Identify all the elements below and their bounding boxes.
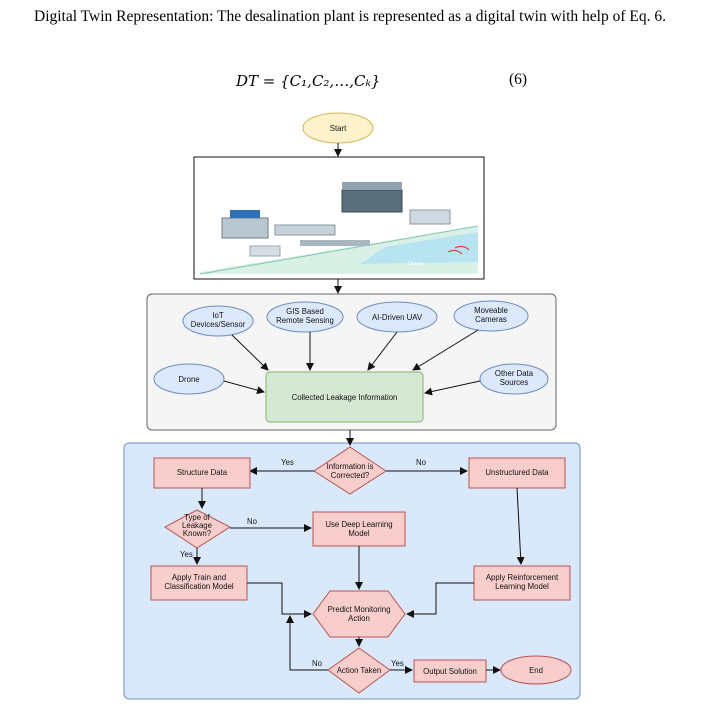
svg-text:GIS Based: GIS Based — [286, 307, 324, 316]
arrow-uav — [367, 331, 398, 371]
svg-text:Leakage: Leakage — [182, 521, 212, 530]
svg-text:Ocean: Ocean — [408, 261, 423, 267]
svg-text:Use Deep Learning: Use Deep Learning — [325, 520, 392, 529]
yes-label-train: Yes — [180, 550, 193, 559]
information-corrected-decision: Information is Corrected? — [313, 446, 387, 495]
train-classification-node: Apply Train and Classification Model — [150, 565, 248, 601]
svg-text:Corrected?: Corrected? — [331, 471, 370, 480]
svg-text:Start: Start — [330, 124, 347, 133]
arrow-loop-back — [286, 615, 328, 671]
arrow-to-reinforcement — [516, 487, 525, 565]
svg-text:Cameras: Cameras — [475, 315, 507, 324]
deep-learning-node: Use Deep Learning Model — [312, 511, 406, 547]
svg-text:Action Taken: Action Taken — [337, 666, 382, 675]
start-node: Start — [302, 112, 374, 144]
drone-node: Drone — [153, 363, 225, 395]
reinforcement-learning-node: Apply Reinforcement Learning Model — [473, 565, 571, 601]
yes-label-structure: Yes — [281, 458, 294, 467]
action-taken-decision: Action Taken — [327, 647, 391, 694]
arrow-cameras — [412, 329, 479, 371]
predict-monitoring-node: Predict Monitoring Action — [312, 590, 406, 638]
iot-devices-node: IoT Devices/Sensor — [182, 305, 254, 337]
svg-text:Moveable: Moveable — [474, 306, 508, 315]
svg-text:Action: Action — [348, 614, 370, 623]
svg-text:Collected Leakage Information: Collected Leakage Information — [292, 393, 398, 402]
svg-text:Sources: Sources — [500, 378, 529, 387]
arrow-other — [424, 380, 481, 396]
svg-text:IoT: IoT — [212, 311, 224, 320]
svg-text:Model: Model — [348, 529, 370, 538]
desalination-plant-illustration: Ocean — [193, 156, 485, 280]
svg-text:Apply Train and: Apply Train and — [172, 573, 226, 582]
equation-number: (6) — [509, 71, 528, 88]
svg-text:Structure Data: Structure Data — [177, 468, 228, 477]
arrow-rl-predict — [406, 582, 474, 618]
svg-text:Output Solution: Output Solution — [423, 667, 477, 676]
intro-paragraph: Digital Twin Representation: The desalin… — [34, 8, 666, 25]
structure-data-node: Structure Data — [153, 457, 251, 489]
moveable-cameras-node: Moveable Cameras — [453, 300, 529, 332]
svg-text:Predict Monitoring: Predict Monitoring — [328, 605, 391, 614]
no-label-loop: No — [312, 659, 323, 668]
svg-text:Other Data: Other Data — [495, 369, 534, 378]
svg-text:Known?: Known? — [183, 529, 212, 538]
collected-info-node: Collected Leakage Information — [265, 371, 424, 423]
svg-text:Unstructured Data: Unstructured Data — [485, 468, 549, 477]
other-sources-node: Other Data Sources — [479, 363, 549, 395]
arrow-drone — [223, 380, 265, 395]
svg-text:Learning Model: Learning Model — [495, 582, 549, 591]
arrow-train-predict — [247, 582, 312, 618]
svg-text:Information is: Information is — [327, 462, 374, 471]
equation: DT = {C₁,C₂,…,Cₖ} — [236, 72, 381, 90]
end-node: End — [500, 655, 572, 685]
svg-text:Type of: Type of — [184, 513, 210, 522]
unstructured-data-node: Unstructured Data — [468, 457, 566, 489]
no-label-unstructured: No — [416, 458, 427, 467]
svg-text:Drone: Drone — [178, 375, 199, 384]
output-solution-node: Output Solution — [413, 659, 487, 683]
ai-driven-uav-node: AI-Driven UAV — [356, 301, 438, 333]
svg-text:Devices/Sensor: Devices/Sensor — [191, 320, 246, 329]
svg-text:AI-Driven UAV: AI-Driven UAV — [372, 313, 423, 322]
gis-remote-sensing-node: GIS Based Remote Sensing — [266, 301, 344, 333]
yes-label-output: Yes — [391, 659, 404, 668]
svg-text:End: End — [529, 666, 543, 675]
arrow-iot — [231, 334, 269, 371]
no-label-deep-learning: No — [247, 517, 258, 526]
svg-text:Apply Reinforcement: Apply Reinforcement — [486, 573, 559, 582]
svg-text:Remote Sensing: Remote Sensing — [276, 316, 334, 325]
svg-text:Classification Model: Classification Model — [164, 582, 234, 591]
